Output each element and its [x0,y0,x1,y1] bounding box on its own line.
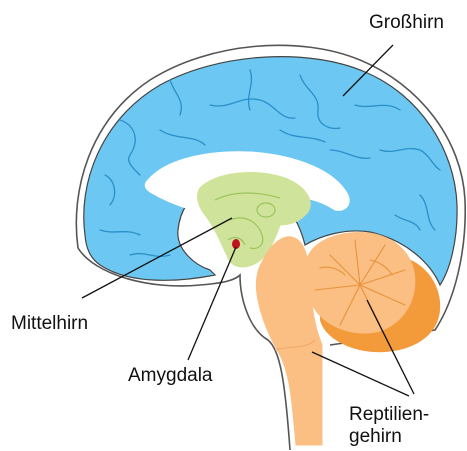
label-reptilien-line2: gehirn [349,426,429,448]
label-reptiliengehirn: Reptilien- gehirn [349,404,429,448]
label-grosshirn: Großhirn [369,12,444,34]
leader-reptilien-brainstem [312,352,409,396]
label-reptilien-line1: Reptilien- [349,404,429,426]
label-amygdala: Amygdala [128,365,213,387]
label-mittelhirn: Mittelhirn [11,313,88,335]
